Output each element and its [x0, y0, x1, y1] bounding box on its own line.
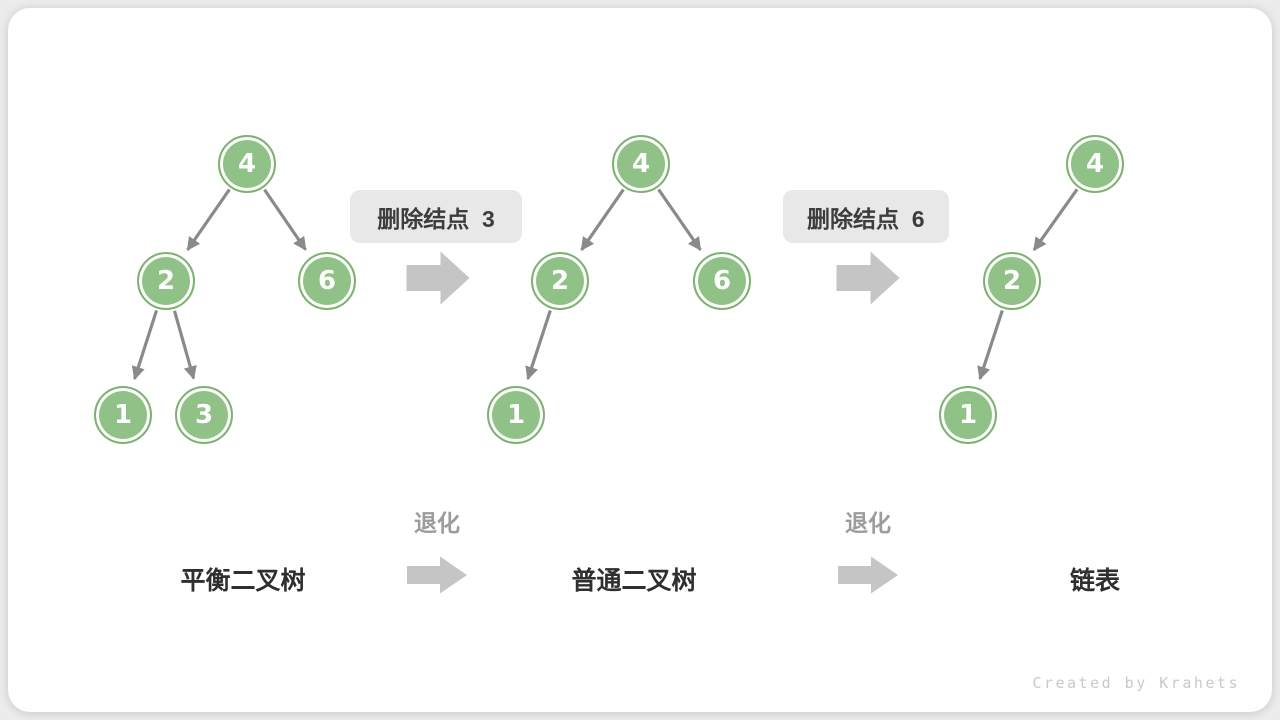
- edge-4-6: [657, 188, 702, 251]
- tree1-node-4: 4: [218, 135, 276, 193]
- tree3-node-4: 4: [1066, 135, 1124, 193]
- degrade-arrow-icon: [838, 556, 898, 594]
- watermark: Created by Krahets: [1032, 674, 1240, 692]
- transition-arrow-icon: [836, 251, 900, 305]
- edge-4-6: [263, 188, 307, 251]
- tree2-node-6: 6: [693, 252, 751, 310]
- tree1-node-1: 1: [94, 386, 152, 444]
- edge-2-3: [172, 310, 197, 380]
- tree1-node-6: 6: [298, 252, 356, 310]
- tree2-node-1: 1: [487, 386, 545, 444]
- edge-4-2: [186, 188, 231, 251]
- tree2-node-2: 2: [531, 252, 589, 310]
- transition-arrow-icon: [406, 251, 470, 305]
- deletion-label-1: 删除结点 3: [350, 190, 522, 243]
- tree1-node-3: 3: [175, 386, 233, 444]
- edge-2-1: [977, 310, 1004, 381]
- caption-balanced-tree: 平衡二叉树: [180, 567, 306, 595]
- edge-4-2: [1032, 188, 1079, 252]
- degrade-caption-1: 退化: [414, 510, 460, 536]
- edge-4-2: [580, 188, 625, 251]
- degrade-arrow-icon: [407, 556, 467, 594]
- edge-2-1: [525, 310, 552, 381]
- edge-2-1: [131, 310, 159, 381]
- tree3-node-1: 1: [939, 386, 997, 444]
- diagram-card: [8, 8, 1272, 712]
- deletion-label-2: 删除结点 6: [783, 190, 949, 243]
- degrade-caption-2: 退化: [845, 510, 891, 536]
- caption-linked-list: 链表: [1069, 567, 1121, 595]
- tree2-node-4: 4: [612, 135, 670, 193]
- tree3-node-2: 2: [983, 252, 1041, 310]
- tree1-node-2: 2: [137, 252, 195, 310]
- caption-ordinary-tree: 普通二叉树: [571, 567, 697, 595]
